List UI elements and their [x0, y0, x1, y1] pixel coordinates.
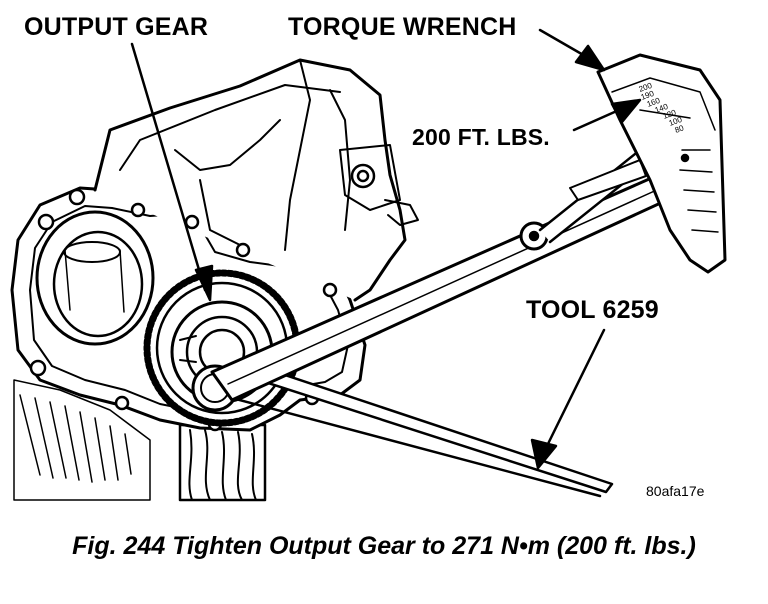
torque-wrench: [210, 53, 727, 402]
caption-text: Fig. 244 Tighten Output Gear to 271 N•m …: [72, 532, 696, 560]
scale-mark: 200: [638, 81, 654, 94]
callout-arrows: [130, 28, 642, 470]
tool-leader: [542, 328, 606, 454]
output-gear-arrowhead: [194, 264, 214, 302]
scale-mark: 190: [640, 89, 656, 102]
torque-wrench-label: TORQUE WRENCH: [288, 13, 517, 41]
input-bore: [35, 210, 155, 346]
scale-mark: 160: [646, 96, 662, 109]
wood-block: [178, 423, 267, 502]
torque-value-arrowhead: [610, 98, 642, 124]
figure-code: 80afa17e: [646, 483, 705, 499]
scale-mark: 120: [662, 108, 678, 121]
tool-label: TOOL 6259: [526, 296, 659, 324]
scale-mark: 80: [674, 123, 686, 135]
housing-shading: [13, 379, 151, 501]
scale-mark: 140: [654, 102, 670, 115]
torque-scale-marks: 200 190 160 140 120 100 80: [638, 81, 686, 135]
output-gear-leader: [130, 42, 207, 292]
scale-mark: 100: [668, 115, 684, 128]
tool-arrowhead: [530, 438, 558, 470]
torque-wrench-arrowhead: [574, 44, 606, 72]
torque-value-label: 200 FT. LBS.: [412, 124, 550, 150]
figure-caption: Fig. 244 Tighten Output Gear to 271 N•m …: [0, 530, 768, 562]
output-gear-label: OUTPUT GEAR: [24, 13, 209, 41]
